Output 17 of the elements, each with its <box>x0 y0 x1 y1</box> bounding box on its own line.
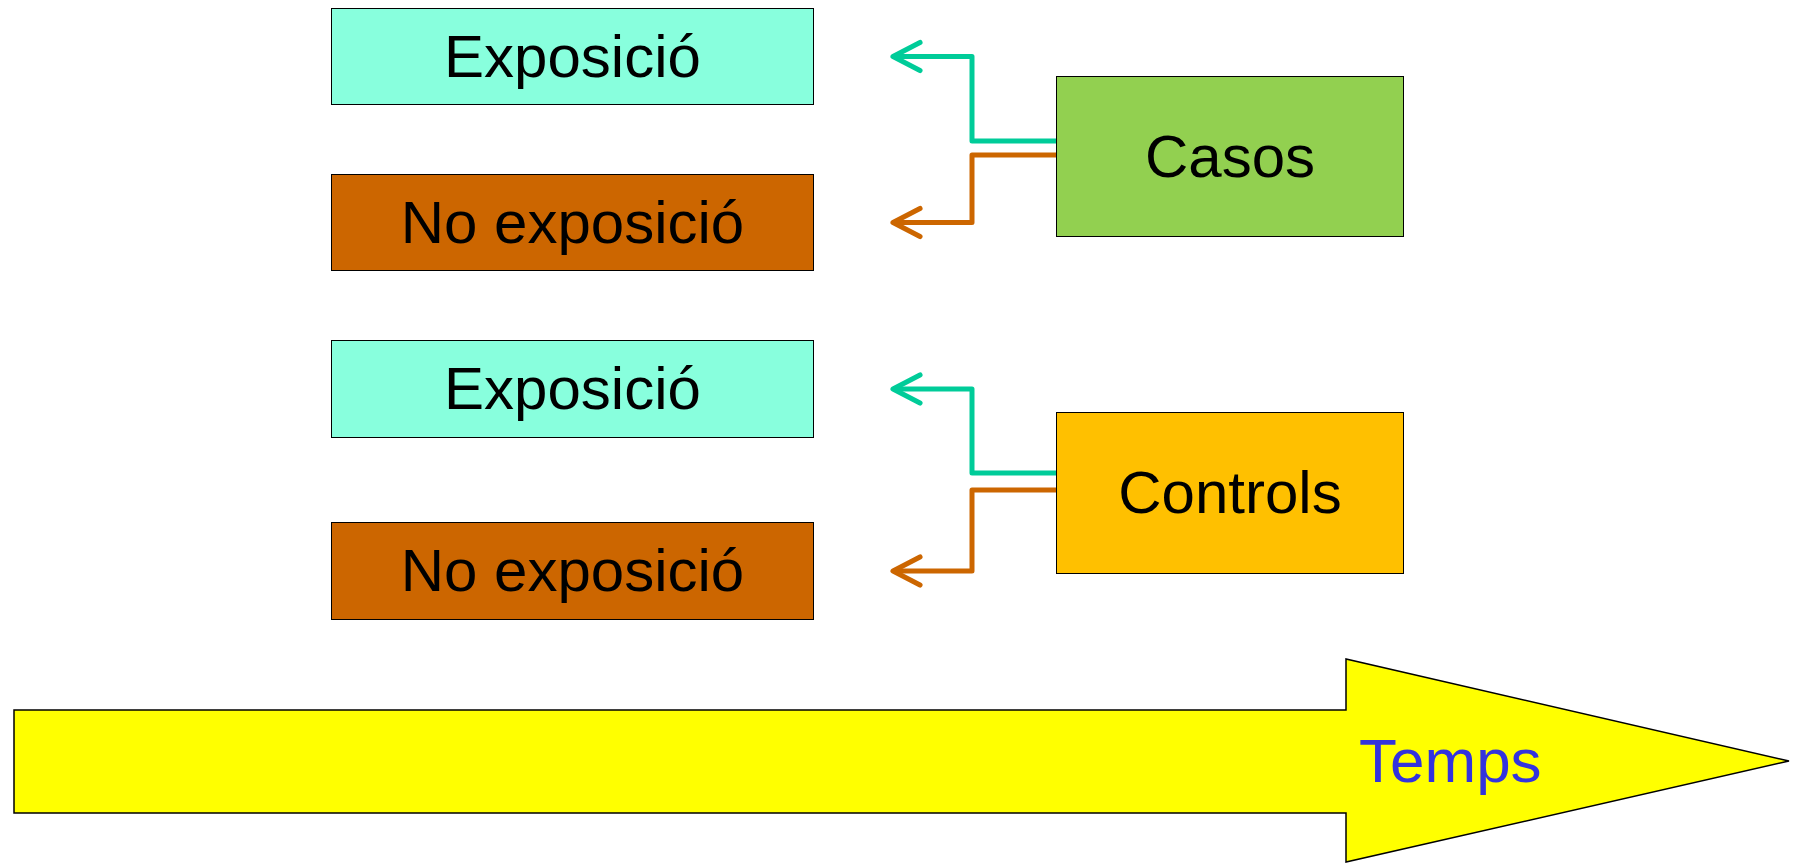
box-label: Casos <box>1144 122 1316 191</box>
box-label: Exposició <box>444 355 701 423</box>
box-label: Exposició <box>444 22 701 91</box>
label-box <box>331 522 814 620</box>
box-label: No exposició <box>400 188 745 257</box>
label-box <box>331 340 814 438</box>
label-box <box>331 8 814 105</box>
box-label: No exposició <box>400 537 745 605</box>
arrow <box>890 372 1056 476</box>
label-box <box>1056 412 1404 574</box>
arrow-label: Temps <box>1359 725 1542 797</box>
box-label: Controls <box>1118 459 1342 527</box>
arrow <box>890 152 1056 240</box>
label-box <box>1056 76 1404 237</box>
arrow <box>890 487 1056 588</box>
label-box <box>331 174 814 271</box>
arrow <box>890 39 1056 144</box>
